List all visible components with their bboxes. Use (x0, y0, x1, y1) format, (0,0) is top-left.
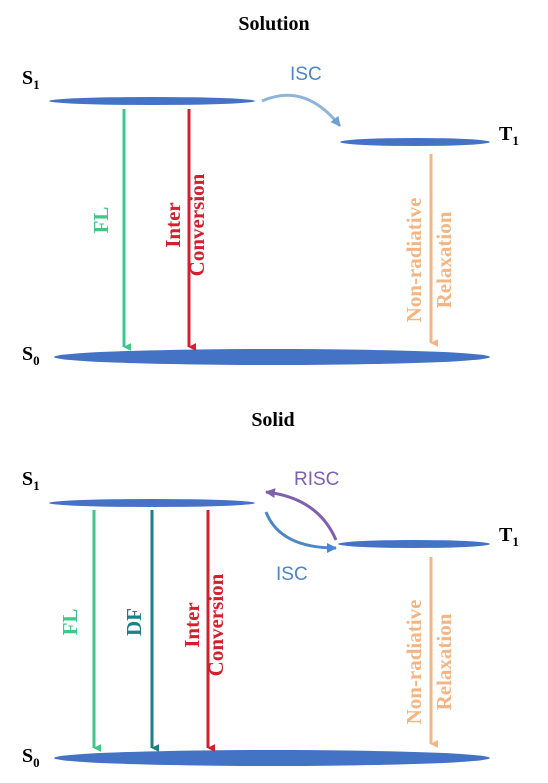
solid-ic-label: InterConversion (180, 573, 228, 676)
solution-title: Solution (238, 13, 309, 35)
solid-t1-label: T1 (499, 524, 519, 549)
solid-df-label: DF (122, 608, 146, 636)
solid-risc-label: RISC (294, 469, 339, 490)
solid-fl-label: FL (58, 609, 82, 636)
solution-s1-level (49, 97, 255, 105)
solid-risc-arrow (265, 488, 338, 541)
solution-s0-label: S0 (22, 343, 40, 368)
solution-t1-label: T1 (499, 123, 519, 148)
solution-t1-level (340, 138, 490, 146)
solid-s0-level (54, 750, 490, 766)
solid-panel: Solid S1 S0 T1 RISC ISC FL DF InterConve… (22, 409, 519, 770)
solid-s1-label: S1 (22, 468, 40, 493)
solid-title: Solid (251, 409, 294, 431)
solution-isc-label: ISC (290, 64, 322, 85)
solution-s0-level (54, 349, 490, 365)
solid-isc-arrow (264, 511, 337, 553)
solution-ic-label: InterConversion (161, 173, 209, 276)
solid-s0-label: S0 (22, 745, 40, 770)
solid-isc-label: ISC (276, 564, 308, 585)
solution-fl-label: FL (89, 207, 113, 234)
solution-panel: Solution S1 S0 T1 ISC FL InterConversion… (22, 13, 519, 368)
solid-t1-level (338, 540, 490, 548)
solution-s1-label: S1 (22, 67, 40, 92)
solution-isc-arrow (261, 93, 342, 127)
solid-s1-level (49, 499, 255, 507)
